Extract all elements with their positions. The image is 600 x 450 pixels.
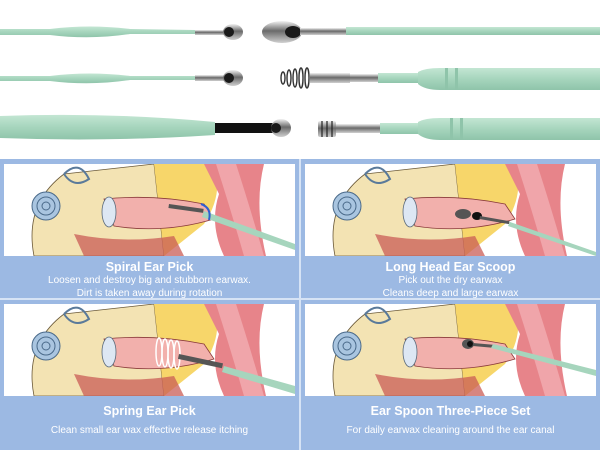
green-handle — [202, 211, 295, 250]
tool-long-head-scoop — [262, 21, 600, 43]
panel-title: Long Head Ear Scoop — [385, 260, 516, 274]
panel-spiral-ear-pick: Spiral Ear Pick Loosen and destroy big a… — [0, 159, 299, 300]
ear-illustration-spoon — [305, 304, 596, 396]
rotation-arrow-icon — [200, 203, 211, 221]
caption: Spiral Ear Pick Loosen and destroy big a… — [0, 260, 299, 300]
panel-desc-line-2: Cleans deep and large earwax — [382, 287, 519, 299]
panel-long-head-ear-scoop: Long Head Ear Scoop Pick out the dry ear… — [301, 159, 600, 300]
green-handle — [491, 344, 596, 376]
panel-desc-line-1: Loosen and destroy big and stubborn earw… — [48, 275, 251, 286]
green-handle — [222, 366, 295, 394]
ear-illustration-spring — [4, 304, 295, 396]
tool-small-spoon-2 — [0, 70, 243, 86]
ear-illustration-scoop — [305, 164, 596, 256]
panel-desc-line-1: Pick out the dry earwax — [398, 275, 503, 286]
panel-desc-line-2: Dirt is taken away during rotation — [76, 287, 223, 299]
caption: Ear Spoon Three-Piece Set For daily earw… — [301, 404, 600, 438]
caption: Long Head Ear Scoop Pick out the dry ear… — [301, 260, 600, 300]
ear-tools-illustration — [0, 21, 600, 140]
tool-spring-pick — [280, 67, 600, 90]
ear-cross-section-icon — [4, 164, 295, 256]
panel-title: Ear Spoon Three-Piece Set — [370, 404, 531, 418]
vertical-divider — [299, 159, 301, 450]
green-handle — [508, 222, 596, 256]
tools-banner — [0, 0, 600, 159]
panel-spring-ear-pick: Spring Ear Pick Clean small ear wax effe… — [0, 300, 299, 450]
tool-spiral-tip — [318, 118, 600, 140]
ear-cross-section-icon — [305, 304, 596, 396]
horizontal-divider — [0, 298, 600, 300]
caption: Spring Ear Pick Clean small ear wax effe… — [0, 404, 299, 438]
panel-ear-spoon-set: Ear Spoon Three-Piece Set For daily earw… — [301, 300, 600, 450]
panel-title: Spring Ear Pick — [103, 404, 196, 418]
ear-illustration-spiral — [4, 164, 295, 256]
tool-small-spoon-1 — [0, 24, 243, 40]
panel-desc-line-1: Clean small ear wax effective release it… — [50, 425, 249, 436]
panel-desc-line-1: For daily earwax cleaning around the ear… — [346, 425, 555, 436]
ear-cross-section-icon — [4, 304, 295, 396]
panel-title: Spiral Ear Pick — [105, 260, 194, 274]
ear-cross-section-icon — [305, 164, 596, 256]
tool-wide-spoon — [0, 114, 291, 140]
